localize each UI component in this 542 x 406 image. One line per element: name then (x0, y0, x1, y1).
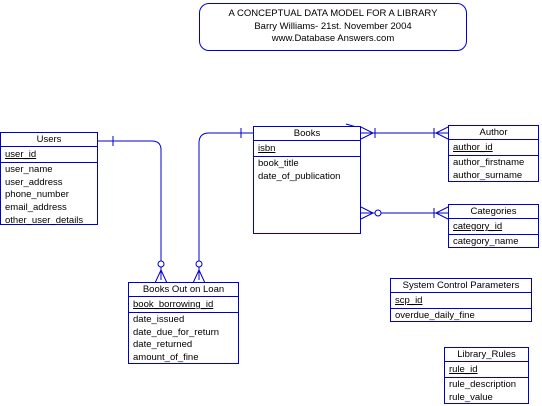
primary-key-attribute: scp_id (395, 295, 423, 306)
primary-key-attribute: book_borrowing_id (133, 299, 214, 310)
entity-name: System Control Parameters (391, 279, 531, 293)
attribute: author_firstname (453, 156, 525, 168)
attribute: phone_number (5, 189, 69, 201)
loans-many-crowsfoot-left (154, 268, 168, 284)
attribute: overdue_daily_fine (395, 309, 475, 321)
attribute: date_due_for_return (133, 326, 220, 338)
books-crowsfoot-categories (360, 206, 375, 220)
attribute: category_name (453, 235, 519, 247)
attribute: amount_of_fine (133, 352, 199, 364)
rel-users-loans (98, 140, 162, 280)
books-crowsfoot-author (360, 126, 375, 140)
books-optional-circle-categories (374, 209, 382, 217)
entity-name: Library_Rules (445, 348, 528, 362)
attribute: author_surname (453, 169, 523, 181)
entity-books-out-on-loan[interactable]: Books Out on Loan book_borrowing_id date… (128, 282, 239, 364)
attribute: other_user_details (5, 214, 84, 226)
author-crowsfoot (434, 126, 449, 140)
diagram-website: www.Database Answers.com (271, 33, 395, 44)
diagram-title-box: A CONCEPTUAL DATA MODEL FOR A LIBRARY Ba… (199, 3, 467, 51)
entity-library-rules[interactable]: Library_Rules rule_id rule_description r… (444, 347, 529, 404)
diagram-title: A CONCEPTUAL DATA MODEL FOR A LIBRARY (228, 8, 438, 19)
primary-key-attribute: user_id (5, 149, 37, 160)
primary-key-attribute: category_id (453, 221, 503, 232)
rel-books-loans (198, 132, 253, 280)
entity-categories[interactable]: Categories category_id category_name (448, 204, 539, 248)
entity-author[interactable]: Author author_id author_firstname author… (448, 125, 539, 182)
diagram-author-date: Barry Williams- 21st. November 2004 (254, 20, 412, 32)
attribute: date_returned (133, 339, 193, 351)
entity-name: Books (254, 127, 360, 141)
attribute: book_title (258, 157, 299, 169)
attribute: rule_value (449, 391, 493, 403)
entity-name: Books Out on Loan (129, 283, 238, 297)
entity-name: Author (449, 126, 538, 140)
loans-many-crowsfoot-right (192, 268, 206, 284)
entity-books[interactable]: Books isbn book_title date_of_publicatio… (253, 126, 361, 234)
attribute: user_address (5, 176, 63, 188)
loans-optional-circle-right (195, 260, 203, 268)
primary-key-attribute: isbn (258, 143, 276, 154)
attribute: rule_description (449, 378, 517, 390)
attribute: date_of_publication (258, 170, 341, 182)
attribute: user_name (5, 163, 53, 175)
entity-name: Users (1, 133, 97, 147)
entity-users[interactable]: Users user_id user_name user_address pho… (0, 132, 98, 226)
attribute: email_address (5, 202, 67, 214)
categories-crowsfoot (434, 206, 449, 220)
entity-system-control-parameters[interactable]: System Control Parameters scp_id overdue… (390, 278, 532, 322)
primary-key-attribute: author_id (453, 142, 493, 153)
entity-name: Categories (449, 205, 538, 219)
primary-key-attribute: rule_id (449, 364, 478, 375)
loans-optional-circle-left (157, 260, 165, 268)
attribute: date_issued (133, 313, 185, 325)
